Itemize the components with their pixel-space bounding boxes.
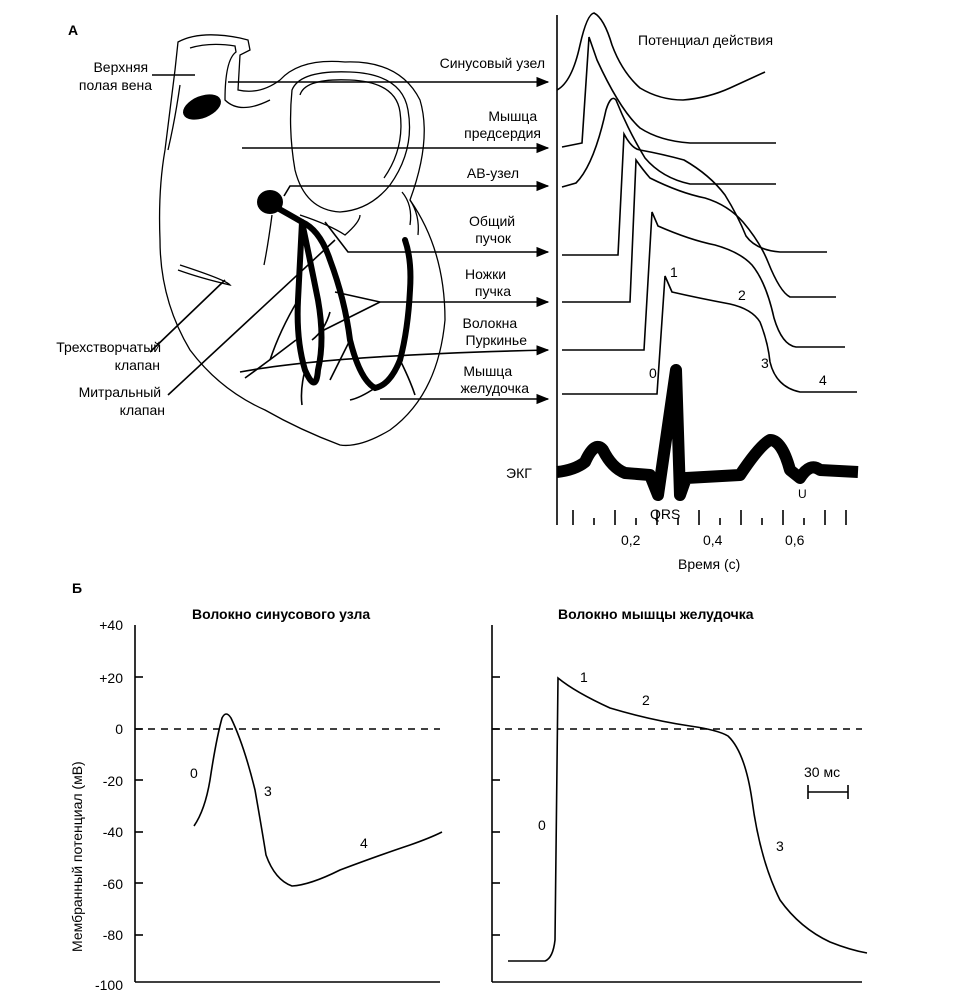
label-mitral-line2: клапан <box>120 402 165 418</box>
chart-ventricular-ticks <box>492 676 500 936</box>
label-mitral-line1: Митральный <box>79 384 162 400</box>
row-label-sinus-node-line1: Синусовый узел <box>440 55 545 71</box>
row-label-atrial-muscle-line1: Мышца <box>488 108 537 124</box>
row-label-atrial-muscle-line2: предсердия <box>464 125 541 141</box>
row-label-bundle-branches-line2: пучка <box>475 283 511 299</box>
sinus-phase-3: 3 <box>264 783 272 799</box>
trace-sinus-node-fiber <box>193 713 443 887</box>
phase-label-4: 4 <box>819 372 827 388</box>
arrow-purkinje <box>239 345 550 373</box>
ecg-label: ЭКГ <box>506 465 532 481</box>
scale-bar <box>807 785 849 799</box>
panel-a-letter: А <box>68 22 78 38</box>
y-tick-plus40: +40 <box>99 617 123 633</box>
trace-purkinje <box>562 211 845 351</box>
row-label-av-node-line1: АВ-узел <box>467 165 519 181</box>
label-superior-vena-cava: Верхняя полая вена <box>79 59 152 93</box>
row-label-his-bundle-line2: пучок <box>475 230 512 246</box>
row-label-ventricular-muscle-line2: желудочка <box>460 380 529 396</box>
label-svc-line2: полая вена <box>79 77 152 93</box>
scale-bar-label: 30 мс <box>804 764 840 780</box>
ecg-wave-t: T <box>768 472 776 486</box>
row-label-ventricular-muscle-line1: Мышца <box>463 363 512 379</box>
arrow-av-node <box>283 180 550 197</box>
chart-ventricular-muscle: Волокно мышцы желудочка 1 2 0 3 30 мс <box>491 606 868 983</box>
row-label-ventricular-muscle: Мышца желудочка <box>460 363 529 396</box>
y-axis-ticks: +40 +20 0 -20 -40 -60 -80 -100 <box>95 617 123 993</box>
ecg-trace: ЭКГ P QRS T U <box>506 364 859 522</box>
row-label-sinus-node: Синусовый узел <box>440 55 545 71</box>
chart-sinus-node: Волокно синусового узла 0 3 4 <box>134 606 443 983</box>
action-potential-traces <box>556 12 857 525</box>
row-label-his-bundle-line1: Общий <box>469 213 515 229</box>
panel-b-letter: Б <box>72 580 82 596</box>
y-tick-minus40: -40 <box>103 824 123 840</box>
sinus-phase-0: 0 <box>190 765 198 781</box>
ventricular-phase-0: 0 <box>538 817 546 833</box>
row-label-bundle-branches-line1: Ножки <box>465 266 506 282</box>
y-tick-minus80: -80 <box>103 927 123 943</box>
phase-label-1: 1 <box>670 264 678 280</box>
trace-ventricular-muscle <box>562 275 857 395</box>
label-tricuspid-line2: клапан <box>115 357 160 373</box>
phase-labels-panel-a: 0 1 2 3 4 <box>649 264 827 388</box>
arrow-his-bundle <box>324 221 550 258</box>
time-axis: 0,2 0,4 0,6 Время (с) <box>572 510 847 572</box>
row-label-purkinje-line1: Волокна <box>463 315 518 331</box>
trace-sinus-node <box>556 12 766 101</box>
time-axis-label: Время (с) <box>678 556 740 572</box>
label-svc-line1: Верхняя <box>93 59 148 75</box>
row-label-bundle-branches: Ножки пучка <box>465 266 511 299</box>
chart-sinus-node-title: Волокно синусового узла <box>192 606 370 622</box>
trace-ventricular-fiber <box>508 676 868 962</box>
time-tick-0-2: 0,2 <box>621 532 641 548</box>
row-label-purkinje-line2: Пуркинье <box>466 332 528 348</box>
row-label-av-node: АВ-узел <box>467 165 519 181</box>
branch-fork <box>319 301 381 333</box>
chart-sinus-node-ticks <box>135 676 143 936</box>
mitral-pointer <box>167 239 336 396</box>
ventricular-phase-2: 2 <box>642 692 650 708</box>
y-tick-minus60: -60 <box>103 876 123 892</box>
phase-label-2: 2 <box>738 287 746 303</box>
tricuspid-pointer <box>149 279 226 353</box>
ecg-wave-qrs: QRS <box>650 506 680 522</box>
time-axis-ticks <box>572 510 847 525</box>
trace-av-node <box>561 97 776 188</box>
arrow-bundle-branches <box>334 291 550 308</box>
sinus-phase-4: 4 <box>360 835 368 851</box>
conduction-system <box>183 94 416 406</box>
label-mitral-valve: Митральный клапан <box>79 384 165 418</box>
action-potential-title: Потенциал действия <box>638 32 773 48</box>
ecg-wave-u: U <box>798 487 807 501</box>
ventricular-phase-3: 3 <box>776 838 784 854</box>
phase-label-3: 3 <box>761 355 769 371</box>
row-label-his-bundle: Общий пучок <box>469 213 519 246</box>
chart-ventricular-title: Волокно мышцы желудочка <box>558 606 754 622</box>
time-tick-0-6: 0,6 <box>785 532 805 548</box>
label-tricuspid-line1: Трехстворчатый <box>56 339 161 355</box>
trace-atrial-muscle <box>561 36 776 148</box>
time-tick-0-4: 0,4 <box>703 532 723 548</box>
membrane-potential-axis-label: Мембранный потенциал (мВ) <box>69 761 85 952</box>
y-tick-minus20: -20 <box>103 773 123 789</box>
y-tick-0: 0 <box>115 721 123 737</box>
label-tricuspid-valve: Трехстворчатый клапан <box>56 339 165 373</box>
y-tick-plus20: +20 <box>99 670 123 686</box>
trace-bundle-branches <box>562 157 836 303</box>
ventricular-phase-1: 1 <box>580 669 588 685</box>
trace-his-bundle <box>562 131 827 256</box>
row-label-purkinje: Волокна Пуркинье <box>463 315 528 348</box>
row-arrows <box>228 76 550 405</box>
row-label-atrial-muscle: Мышца предсердия <box>464 108 541 141</box>
ecg-wave-p: P <box>590 473 598 487</box>
y-tick-minus100: -100 <box>95 977 123 993</box>
phase-label-0: 0 <box>649 365 657 381</box>
